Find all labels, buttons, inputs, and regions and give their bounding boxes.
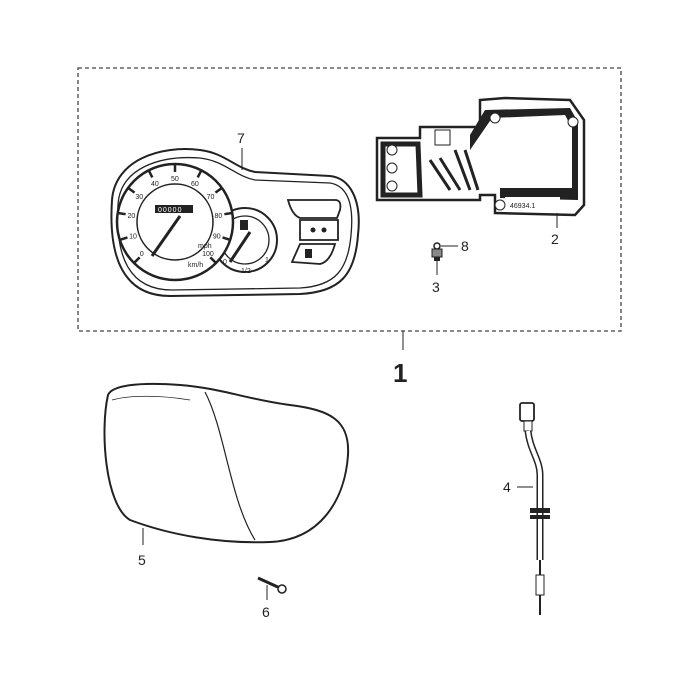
callout-7: 7: [237, 130, 245, 146]
speed-tick-label: 20: [128, 213, 136, 220]
odometer: 00000: [158, 207, 182, 214]
speedometer-needle: [150, 215, 182, 257]
speed-tick-mark: [224, 211, 232, 216]
speed-tick-mark: [118, 211, 126, 216]
oil-warning-lamp: [286, 199, 342, 219]
lens-cover: [103, 382, 350, 544]
circuit-board: 46934.1: [375, 96, 586, 217]
assembly-boundary: [77, 67, 622, 332]
speed-tick-mark: [128, 187, 136, 194]
speed-tick-label: 50: [171, 176, 179, 183]
speed-tick-label: 60: [191, 181, 199, 188]
speed-tick-mark: [133, 256, 141, 264]
callout-5: 5: [138, 552, 146, 568]
speed-tick-mark: [222, 236, 230, 241]
callout-3: 3: [432, 279, 440, 295]
callout-4: 4: [503, 479, 511, 495]
fuel-tick-empty: 0: [223, 259, 227, 266]
speed-tick-mark: [196, 170, 202, 179]
bulb-socket: [431, 242, 443, 261]
indicator-lamp: [299, 219, 339, 241]
fuel-pump-icon: [240, 220, 248, 230]
speed-tick-mark: [120, 236, 128, 241]
speed-tick-label: 70: [207, 194, 215, 201]
speedometer-cable: [519, 402, 550, 615]
screw: [257, 576, 287, 594]
headlight-lamp: [290, 243, 337, 265]
speed-tick-label: 0: [140, 251, 144, 258]
instrument-cluster: 0 1/2 1 0 10 20 30 40 50 60 70 80 90 100 00000 km/…: [110, 148, 360, 298]
speed-tick-label: 100: [202, 251, 214, 258]
speed-tick-mark: [209, 256, 217, 264]
fuel-tick-half: 1/2: [241, 268, 251, 275]
speed-tick-label: 30: [135, 194, 143, 201]
callout-8: 8: [461, 238, 469, 254]
speed-tick-label: 40: [151, 181, 159, 188]
speed-tick-label: 80: [214, 213, 222, 220]
fuel-tick-full: 1: [265, 257, 269, 264]
speed-tick-label: 10: [129, 234, 137, 241]
unit-mph: mph: [198, 243, 212, 250]
callout-2: 2: [551, 231, 559, 247]
speed-tick-mark: [214, 187, 222, 194]
speed-tick-label: 90: [213, 234, 221, 241]
board-part-number: 46934.1: [510, 203, 535, 210]
speed-tick-mark: [148, 170, 154, 179]
unit-kmh: km/h: [188, 262, 203, 269]
callout-6: 6: [262, 604, 270, 620]
callout-1: 1: [393, 358, 407, 388]
